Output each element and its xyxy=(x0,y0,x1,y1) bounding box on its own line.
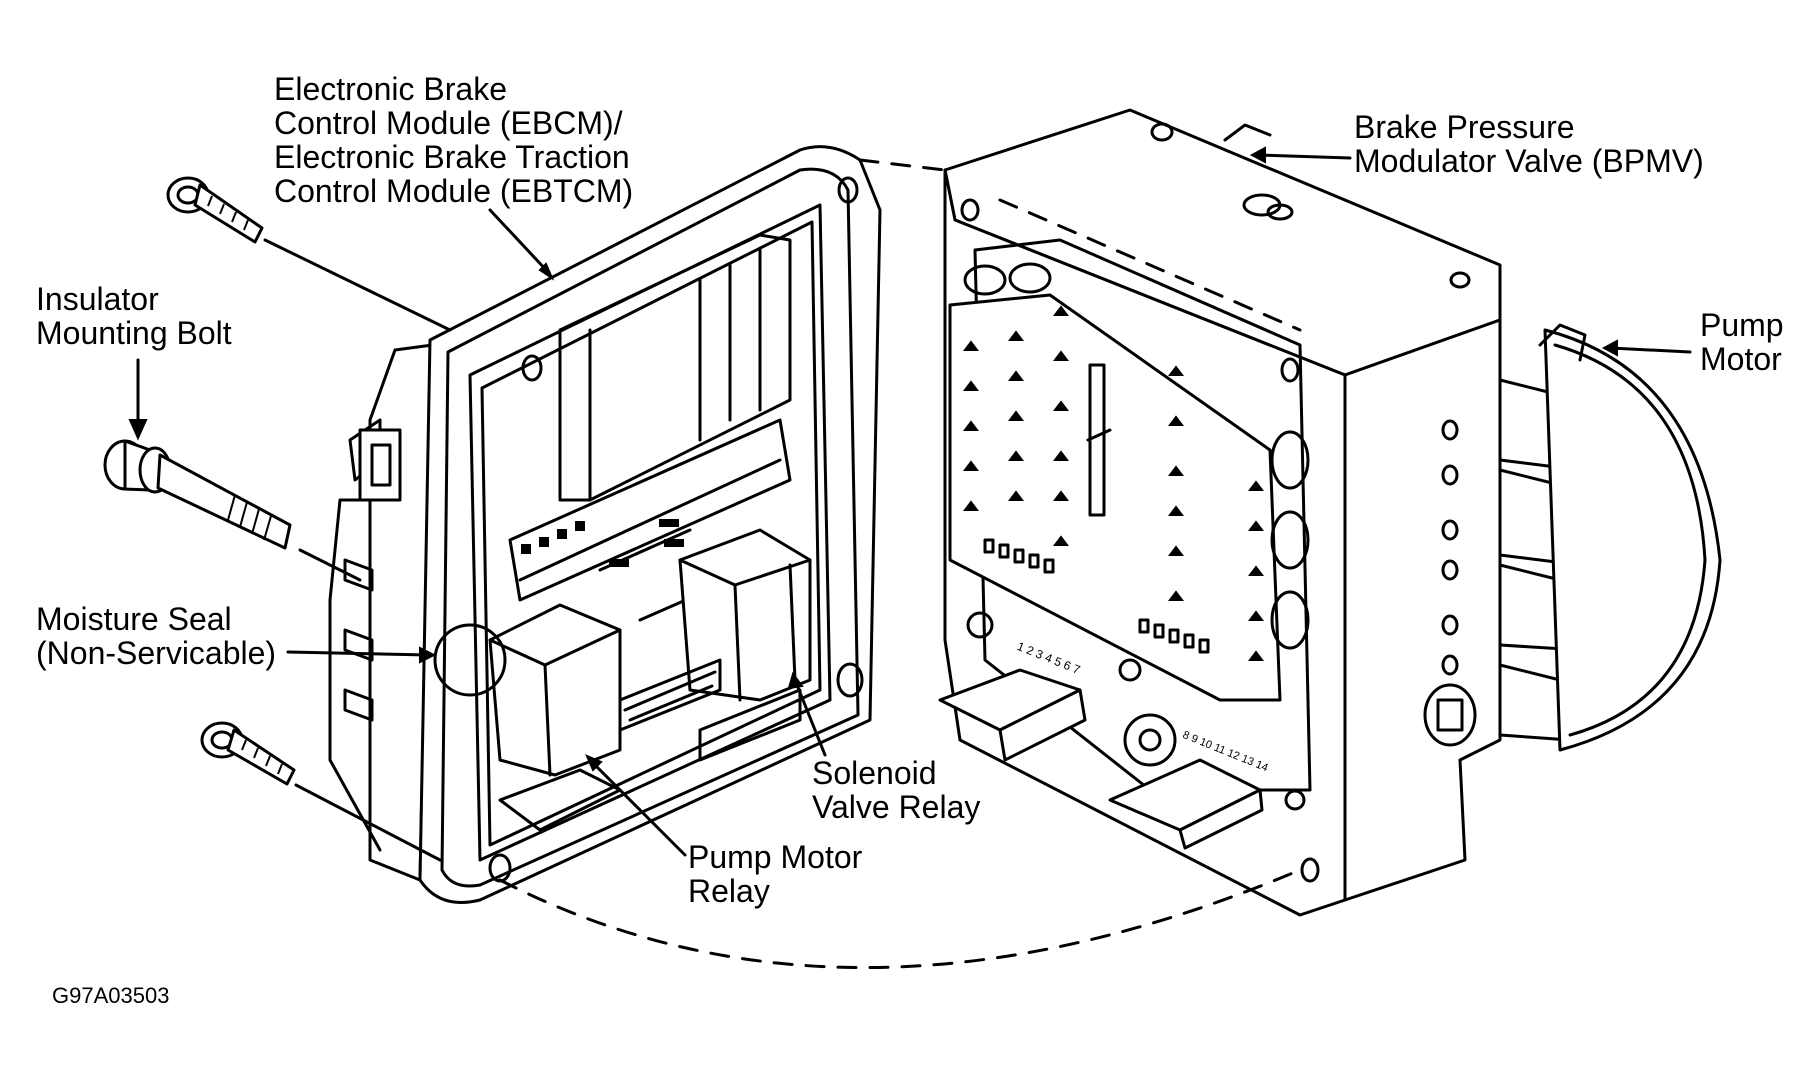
label-ebcm-line3: Electronic Brake Traction xyxy=(274,139,630,175)
label-bpmv: Brake Pressure Modulator Valve (BPMV) xyxy=(1354,110,1704,178)
label-solenoid-relay: Solenoid Valve Relay xyxy=(812,756,980,824)
figure-code: G97A03503 xyxy=(52,983,170,1008)
label-bpmv-line1: Brake Pressure xyxy=(1354,109,1575,145)
label-solenoid-relay-line2: Valve Relay xyxy=(812,789,981,825)
label-ebcm-line4: Control Module (EBTCM) xyxy=(274,173,634,209)
ebcm-module xyxy=(328,145,882,904)
label-moisture-seal: Moisture Seal (Non-Servicable) xyxy=(36,602,276,670)
label-ebcm: Electronic Brake Control Module (EBCM)/ … xyxy=(274,72,633,208)
label-bpmv-line2: Modulator Valve (BPMV) xyxy=(1354,143,1704,179)
alignment-lines xyxy=(498,158,1302,969)
label-pump-relay-line1: Pump Motor xyxy=(688,839,863,875)
board-pins xyxy=(963,305,1264,661)
label-pump-relay: Pump Motor Relay xyxy=(688,840,862,908)
label-ebcm-line2: Control Module (EBCM)/ xyxy=(274,105,623,141)
insulator-bolt xyxy=(103,358,362,582)
bpmv-module xyxy=(938,108,1722,917)
label-pump-relay-line2: Relay xyxy=(688,873,770,909)
mounting-screw-bottom xyxy=(200,721,442,862)
leader-lines xyxy=(286,146,1692,857)
label-pump-motor: Pump Motor xyxy=(1700,308,1784,376)
label-solenoid-relay-line1: Solenoid xyxy=(812,755,937,791)
label-moisture-seal-line1: Moisture Seal xyxy=(36,601,232,637)
label-insulator-bolt-line1: Insulator xyxy=(36,281,159,317)
label-moisture-seal-line2: (Non-Servicable) xyxy=(36,635,277,671)
mounting-screw-top xyxy=(166,176,452,332)
label-insulator-bolt: Insulator Mounting Bolt xyxy=(36,282,232,350)
label-ebcm-line1: Electronic Brake xyxy=(274,71,507,107)
label-pump-motor-line1: Pump xyxy=(1700,307,1784,343)
label-insulator-bolt-line2: Mounting Bolt xyxy=(36,315,232,351)
label-pump-motor-line2: Motor xyxy=(1700,341,1782,377)
